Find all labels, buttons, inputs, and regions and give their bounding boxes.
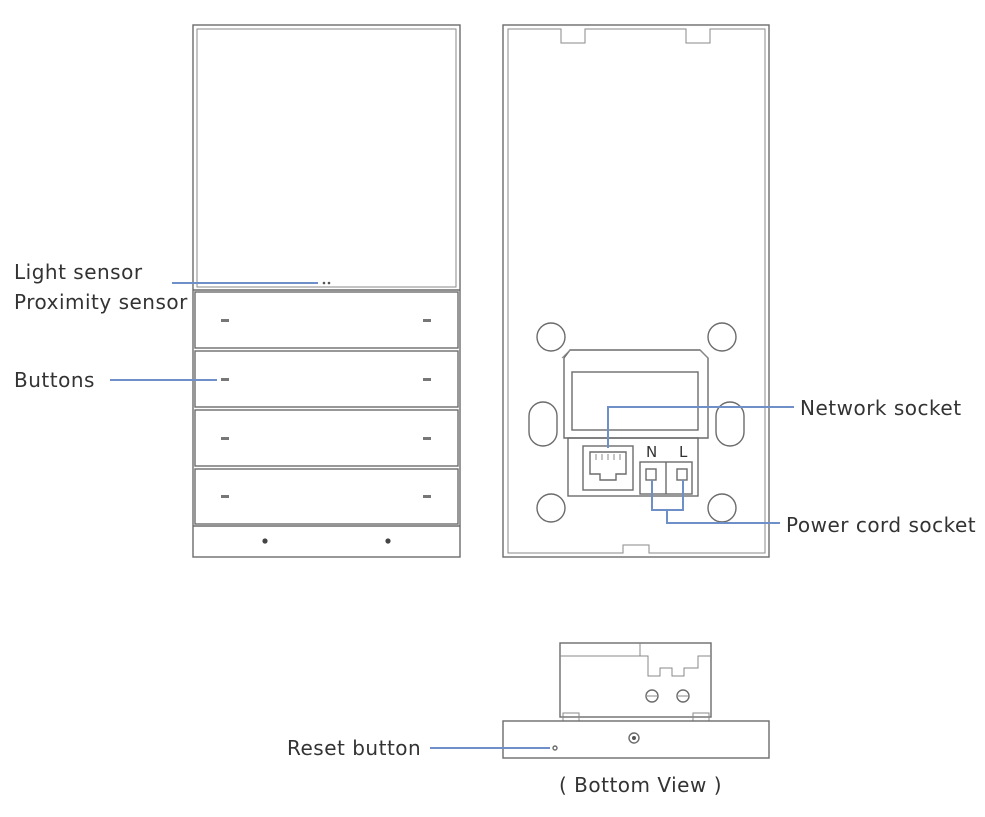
front-screen-area [196,28,457,288]
mount-hole [707,493,737,523]
label-network-socket: Network socket [800,396,962,420]
label-power-cord-socket: Power cord socket [786,513,977,537]
button-1 [194,291,459,349]
back-view: N L [502,24,770,558]
button-3 [194,409,459,467]
mount-hole [536,322,566,352]
terminal-label-l: L [679,443,688,461]
terminal-screw [676,689,690,703]
back-panel-outer [502,24,770,558]
leader-network-socket [607,406,794,448]
label-reset-button: Reset button [287,736,422,760]
mount-hole [707,322,737,352]
mount-hole [536,493,566,523]
label-buttons: Buttons [14,368,95,392]
bottom-panel-base [502,720,770,759]
button-2 [194,350,459,408]
bottom-screw [628,732,640,744]
front-panel-outer [192,24,461,558]
bottom-view [502,642,770,759]
reset-hole [552,745,558,751]
front-view [192,24,461,558]
label-light-sensor: Light sensor [14,260,143,284]
mount-slot [715,401,745,447]
terminal-label-n: N [646,443,657,461]
button-4 [194,468,459,525]
bottom-dot [262,538,268,544]
leader-power-cord [651,480,780,524]
bottom-screw-center [632,736,636,740]
power-terminal-block [639,461,693,495]
caption-bottom-view: ( Bottom View ) [559,773,722,797]
label-proximity-sensor: Proximity sensor [14,290,188,314]
sensor-dot [322,281,326,285]
sensor-dot [327,281,331,285]
terminal-screw [645,689,659,703]
ethernet-port [582,445,634,491]
bottom-dot [385,538,391,544]
mount-slot [528,401,558,447]
